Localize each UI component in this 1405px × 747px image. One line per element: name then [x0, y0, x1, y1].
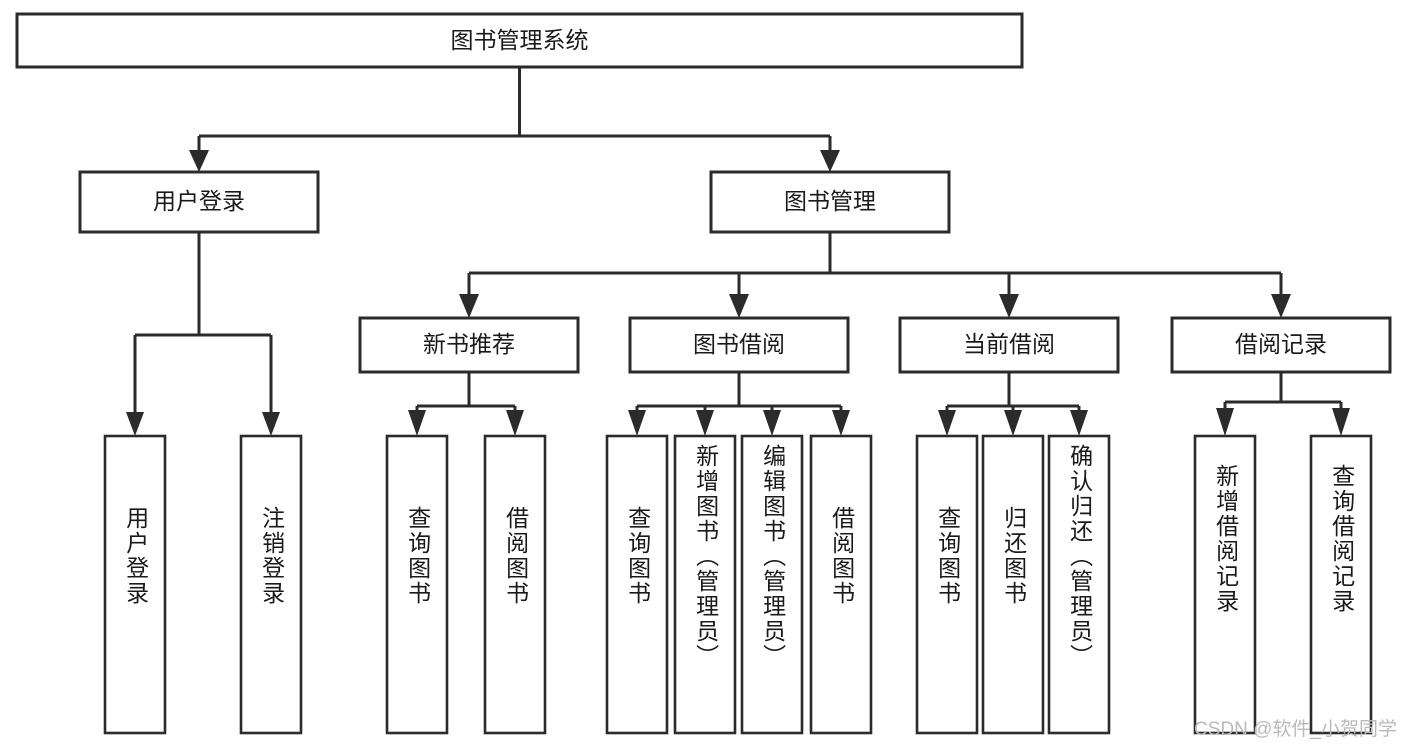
- arrow-leaf-nb-query-book: [408, 410, 426, 436]
- arrow-to-borrow-record: [1271, 294, 1291, 318]
- node-root-label: 图书管理系统: [451, 27, 589, 53]
- leaf-box-br-add-record[interactable]: [1193, 434, 1257, 735]
- node-new-book-recommend-label: 新书推荐: [423, 331, 515, 357]
- connector-layer: [126, 67, 1350, 436]
- node-book-management[interactable]: [709, 170, 951, 234]
- node-layer: 图书管理系统 用户登录 图书管理 新书推荐 图书借阅 当前借阅 借阅记录: [15, 12, 1392, 374]
- arrow-leaf-br-add-record: [1216, 408, 1234, 436]
- arrow-leaf-user-logout: [262, 412, 280, 436]
- arrow-leaf-cb-query-book: [938, 410, 956, 436]
- node-borrow-record[interactable]: [1170, 316, 1392, 374]
- arrow-to-current-borrow: [999, 294, 1019, 318]
- arrow-leaf-br-query-record: [1332, 408, 1350, 436]
- arrow-to-user-login: [189, 150, 209, 172]
- leaf-box-nb-query-book[interactable]: [385, 434, 449, 735]
- arrow-leaf-cb-return-book: [1004, 410, 1022, 436]
- node-current-borrow-label: 当前借阅: [963, 331, 1055, 357]
- leaf-box-bb-query-book[interactable]: [605, 434, 669, 735]
- arrow-leaf-bb-query-book: [628, 410, 646, 436]
- leaf-box-layer: [103, 434, 1373, 735]
- leaf-box-bb-edit-book[interactable]: [740, 434, 804, 735]
- leaf-box-cb-return-book[interactable]: [981, 434, 1045, 735]
- node-user-login-label: 用户登录: [153, 188, 245, 214]
- node-borrow-record-label: 借阅记录: [1235, 331, 1327, 357]
- arrow-leaf-user-login: [126, 412, 144, 436]
- leaf-box-br-query-record[interactable]: [1309, 434, 1373, 735]
- node-current-borrow[interactable]: [898, 316, 1120, 374]
- leaf-box-nb-borrow-book[interactable]: [483, 434, 547, 735]
- node-book-borrow[interactable]: [628, 316, 850, 374]
- arrow-leaf-bb-edit-book: [763, 410, 781, 436]
- arrow-leaf-bb-borrow-book: [832, 410, 850, 436]
- arrow-to-new-book: [459, 294, 479, 318]
- arrow-to-book-borrow: [729, 294, 749, 318]
- node-new-book-recommend[interactable]: [358, 316, 580, 374]
- leaf-box-user-logout[interactable]: [239, 434, 303, 735]
- leaf-box-bb-add-book[interactable]: [673, 434, 737, 735]
- arrow-to-book-manage: [820, 150, 840, 172]
- node-user-login[interactable]: [78, 170, 320, 234]
- node-book-borrow-label: 图书借阅: [693, 331, 785, 357]
- node-root-book-management-system[interactable]: [15, 12, 1024, 69]
- watermark-text: CSDN @软件_小贺同学: [1194, 719, 1397, 740]
- leaf-box-user-login[interactable]: [103, 434, 167, 735]
- arrow-leaf-cb-confirm-return: [1070, 410, 1088, 436]
- arrow-leaf-nb-borrow-book: [506, 410, 524, 436]
- node-book-management-label: 图书管理: [784, 188, 876, 214]
- arrow-leaf-bb-add-book: [696, 410, 714, 436]
- leaf-box-cb-query-book[interactable]: [915, 434, 979, 735]
- leaf-box-bb-borrow-book[interactable]: [809, 434, 873, 735]
- leaf-box-cb-confirm-return[interactable]: [1047, 434, 1111, 735]
